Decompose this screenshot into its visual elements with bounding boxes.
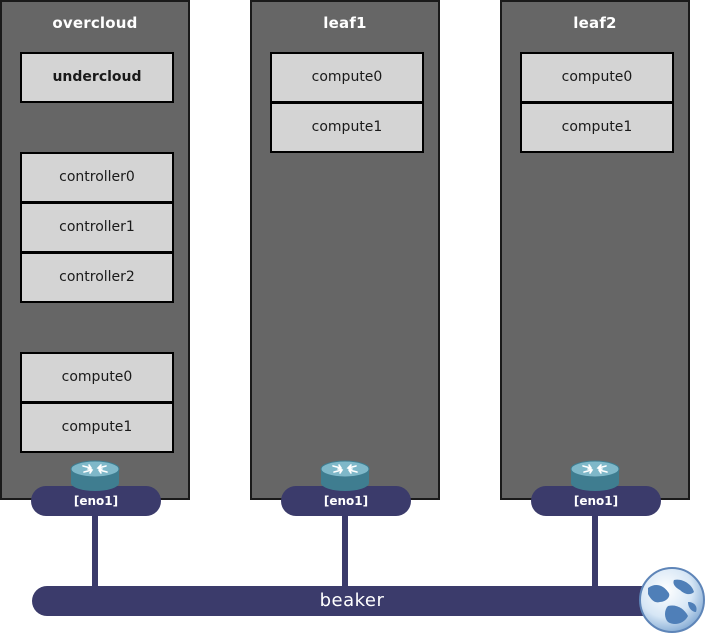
network-link-overcloud [92,514,98,590]
node-group-computes: compute0 compute1 [20,352,174,453]
node-group-computes: compute0 compute1 [520,52,674,153]
node-compute0: compute0 [22,354,172,401]
node-controller1: controller1 [22,204,172,251]
network-link-leaf1 [342,514,348,590]
rack-leaf1: leaf1 compute0 compute1 [250,0,440,500]
node-group-computes: compute0 compute1 [270,52,424,153]
rack-title: leaf2 [573,14,617,32]
rack-title: leaf1 [323,14,367,32]
network-bus-beaker: beaker [32,586,672,616]
nic-eno1-overcloud: [eno1] [31,486,161,516]
node-controller0: controller0 [22,154,172,201]
rack-title: overcloud [52,14,138,32]
rack-overcloud: overcloud undercloud controller0 control… [0,0,190,500]
node-group-undercloud: undercloud [20,52,174,103]
node-controller2: controller2 [22,254,172,301]
network-link-leaf2 [592,514,598,590]
router-icon [570,460,620,491]
node-compute0: compute0 [272,54,422,101]
node-compute1: compute1 [522,104,672,151]
router-icon [70,460,120,491]
globe-icon [639,567,705,633]
rack-leaf2: leaf2 compute0 compute1 [500,0,690,500]
node-undercloud: undercloud [22,54,172,101]
node-compute1: compute1 [22,404,172,451]
node-group-controllers: controller0 controller1 controller2 [20,152,174,303]
nic-eno1-leaf1: [eno1] [281,486,411,516]
node-compute0: compute0 [522,54,672,101]
router-icon [320,460,370,491]
nic-eno1-leaf2: [eno1] [531,486,661,516]
node-compute1: compute1 [272,104,422,151]
